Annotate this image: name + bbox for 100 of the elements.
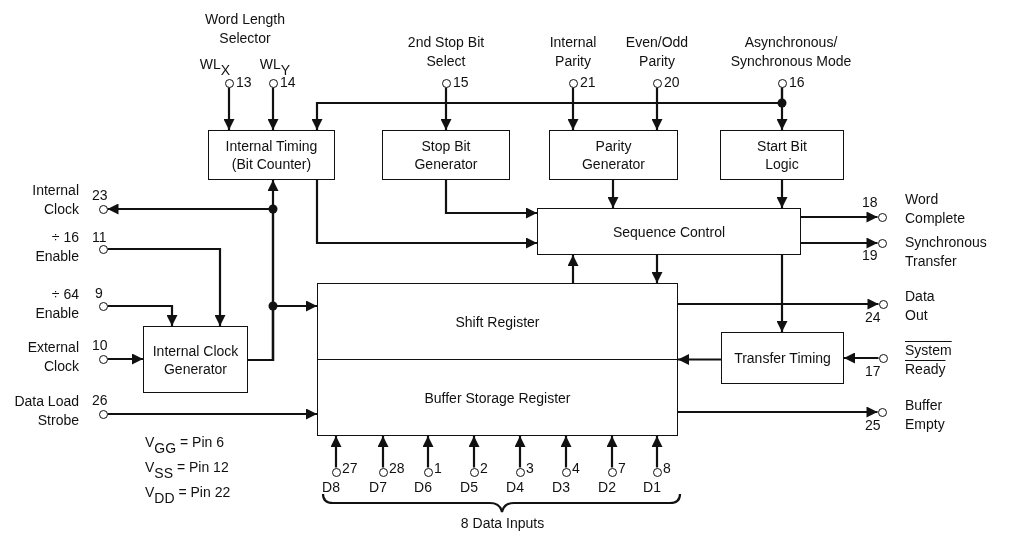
- pin-terminal: [877, 212, 887, 222]
- pin-terminal: [652, 78, 662, 88]
- signal-arrow: [107, 304, 178, 326]
- signal-arrow: [844, 352, 879, 364]
- pin-name: ÷ 16 Enable: [34, 228, 79, 266]
- pin-name: D5: [459, 478, 479, 497]
- pin-terminal: [469, 467, 479, 477]
- pin-terminal: [877, 407, 887, 417]
- block-box: [537, 208, 801, 255]
- pin-name: ÷ 64 Enable: [34, 285, 79, 323]
- pin-number: 17: [865, 362, 882, 381]
- signal-arrow: [678, 354, 721, 365]
- pin-name: D2: [597, 478, 617, 497]
- pin-terminal: [331, 467, 341, 477]
- pin-number: 8: [663, 459, 672, 478]
- block-label: Shift Register: [454, 313, 541, 331]
- pin-number: 10: [92, 336, 109, 355]
- signal-arrow: [107, 247, 226, 326]
- signal-arrow: [776, 180, 788, 208]
- pin-name: Asynchronous/ Synchronous Mode: [729, 33, 853, 71]
- block-label: Start Bit Logic: [756, 137, 808, 173]
- signal-arrow: [606, 436, 618, 468]
- pin-name: D1: [642, 478, 662, 497]
- pin-terminal: [515, 467, 525, 477]
- pin-number: 28: [389, 459, 406, 478]
- signal-arrow: [468, 436, 480, 468]
- block-box: [382, 130, 510, 180]
- block-label: Internal Timing (Bit Counter): [224, 137, 319, 173]
- pin-number: 25: [865, 416, 882, 435]
- pin-name: Buffer Empty: [905, 396, 946, 434]
- signal-arrow: [107, 408, 317, 420]
- brace-label: 8 Data Inputs: [459, 514, 546, 533]
- pin-number: 23: [92, 186, 109, 205]
- pin-terminal: [878, 353, 888, 363]
- pin-name: Data Load Strobe: [13, 392, 79, 430]
- pin-number: 24: [865, 308, 882, 327]
- pin-terminal: [378, 467, 388, 477]
- pin-name: Word Complete: [905, 190, 966, 228]
- pin-number: 11: [92, 228, 108, 247]
- pin-terminal: [98, 244, 108, 254]
- block-box: [317, 359, 678, 436]
- pin-number: 4: [572, 459, 581, 478]
- signal-arrow: [567, 87, 579, 130]
- pin-number: 16: [789, 73, 806, 92]
- pin-terminal: [561, 467, 571, 477]
- signal-arrow: [440, 87, 452, 130]
- block-box: [721, 332, 844, 384]
- block-label: Stop Bit Generator: [413, 137, 479, 173]
- pin-number: 19: [862, 246, 879, 265]
- pin-number: 2: [480, 459, 489, 478]
- pin-name: Even/Odd Parity: [624, 33, 690, 71]
- pin-number: 27: [342, 459, 359, 478]
- pin-number: 9: [95, 284, 104, 303]
- block-box: [549, 130, 678, 180]
- pin-number: 7: [618, 459, 627, 478]
- pin-name: D7: [368, 478, 388, 497]
- block-label: Buffer Storage Register: [423, 388, 572, 407]
- pin-name: Data Out: [905, 287, 936, 325]
- signal-arrow: [444, 180, 537, 219]
- pin-terminal: [777, 78, 787, 88]
- signal-arrow: [651, 436, 663, 468]
- signal-arrow: [801, 237, 878, 249]
- pin-name: D4: [505, 478, 525, 497]
- pin-number: 15: [453, 73, 470, 92]
- block-box: [143, 326, 248, 393]
- signal-arrow: [651, 87, 663, 130]
- pin-terminal: [423, 467, 433, 477]
- pin-terminal: [607, 467, 617, 477]
- signal-arrow: [267, 87, 279, 130]
- pin-name: External Clock: [26, 338, 79, 376]
- signal-arrow: [107, 353, 143, 365]
- pin-number: 13: [236, 73, 253, 92]
- pin-name: D6: [413, 478, 433, 497]
- signal-arrow: [514, 436, 526, 468]
- pin-terminal: [568, 78, 578, 88]
- signal-arrow: [248, 300, 317, 362]
- pin-number: 20: [664, 73, 681, 92]
- pin-name: Internal Clock: [31, 181, 79, 219]
- signal-arrow: [315, 180, 537, 249]
- pin-number: 18: [862, 193, 879, 212]
- signal-arrow: [678, 406, 878, 418]
- signal-arrow: [377, 436, 389, 468]
- pin-terminal: [878, 299, 888, 309]
- block-box: [720, 130, 844, 180]
- pin-name: Synchronous Transfer: [905, 233, 988, 271]
- signal-arrow: [223, 87, 235, 130]
- pin-name: System Ready: [905, 341, 953, 379]
- pin-terminal: [877, 238, 887, 248]
- pin-number: 1: [434, 459, 443, 478]
- pin-number: 14: [280, 74, 297, 92]
- pin-number: 21: [580, 73, 597, 92]
- block-label: Sequence Control: [611, 222, 727, 241]
- pin-terminal: [98, 204, 108, 214]
- pin-terminal: [98, 301, 108, 311]
- signal-arrow: [567, 255, 579, 283]
- signal-arrow: [330, 436, 342, 468]
- pin-name: D8: [321, 478, 341, 497]
- signal-arrow: [422, 436, 434, 468]
- pin-terminal: [98, 409, 108, 419]
- pin-number: 3: [526, 459, 535, 478]
